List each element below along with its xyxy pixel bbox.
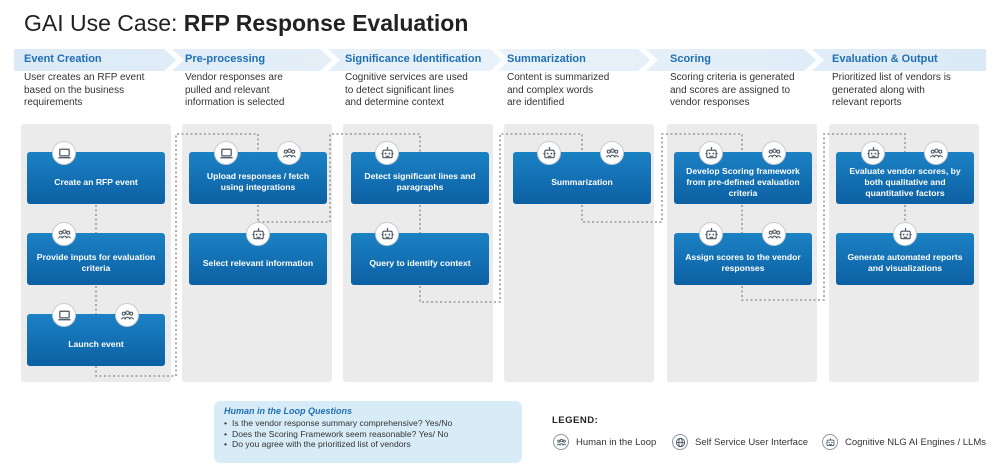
step-header-summarization: Summarization [507, 53, 586, 65]
step-header-evaluation-output: Evaluation & Output [832, 53, 938, 65]
step-header-scoring: Scoring [670, 53, 711, 65]
people-icon [553, 434, 569, 450]
card-create-rfp-event[interactable]: Create an RFP event [27, 152, 165, 204]
card-evaluate-vendor[interactable]: Evaluate vendor scores, by both qualitat… [836, 152, 974, 204]
title-prefix: GAI Use Case: [24, 10, 184, 36]
hitl-question: Do you agree with the prioritized list o… [224, 439, 512, 450]
hitl-question-list: Is the vendor response summary comprehen… [224, 418, 512, 450]
card-label: Launch event [68, 338, 124, 349]
hitl-question: Does the Scoring Framework seem reasonab… [224, 429, 512, 440]
card-label: Assign scores to the vendor responses [685, 252, 801, 273]
robot-icon [861, 141, 885, 165]
legend-item-self-service-ui: Self Service User Interface [672, 434, 808, 450]
laptop-icon [52, 303, 76, 327]
hitl-question: Is the vendor response summary comprehen… [224, 418, 512, 429]
card-label: Detect significant lines and paragraphs [364, 171, 476, 192]
people-icon [762, 141, 786, 165]
laptop-icon [52, 141, 76, 165]
step-header-event-creation: Event Creation [24, 53, 102, 65]
card-label: Provide inputs for evaluation criteria [36, 252, 156, 273]
hitl-title: Human in the Loop Questions [224, 406, 352, 416]
legend-title: LEGEND: [552, 415, 599, 426]
hitl-questions-box: Human in the Loop Questions Is the vendo… [214, 401, 522, 463]
title-bold: RFP Response Evaluation [183, 10, 469, 36]
people-icon [762, 222, 786, 246]
step-desc-summarization: Content is summarized and complex words … [507, 72, 610, 108]
card-summarization[interactable]: Summarization [513, 152, 651, 204]
card-label: Evaluate vendor scores, by both qualitat… [849, 165, 961, 198]
robot-icon [699, 141, 723, 165]
people-icon [115, 303, 139, 327]
process-chevron-bar [14, 49, 986, 71]
step-desc-event-creation: User creates an RFP event based on the b… [24, 72, 145, 108]
card-develop-scoring[interactable]: Develop Scoring framework from pre-defin… [674, 152, 812, 204]
people-icon [924, 141, 948, 165]
card-assign-scores[interactable]: Assign scores to the vendor responses [674, 233, 812, 285]
card-label: Generate automated reports and visualiza… [847, 252, 963, 273]
card-label: Develop Scoring framework from pre-defin… [686, 165, 800, 198]
card-query-context[interactable]: Query to identify context [351, 233, 489, 285]
laptop-icon [214, 141, 238, 165]
card-launch-event[interactable]: Launch event [27, 314, 165, 366]
legend-item-cognitive-nlg: Cognitive NLG AI Engines / LLMs [822, 434, 986, 450]
robot-icon [822, 434, 838, 450]
card-label: Upload responses / fetch using integrati… [206, 171, 310, 192]
robot-icon [699, 222, 723, 246]
robot-icon [375, 141, 399, 165]
card-label: Create an RFP event [54, 176, 138, 187]
card-upload-responses[interactable]: Upload responses / fetch using integrati… [189, 152, 327, 204]
globe-icon [672, 434, 688, 450]
step-desc-evaluation-output: Prioritized list of vendors is generated… [832, 72, 951, 108]
legend-item-human-in-the-loop: Human in the Loop [553, 434, 656, 450]
people-icon [277, 141, 301, 165]
legend-label: Cognitive NLG AI Engines / LLMs [845, 436, 986, 448]
robot-icon [375, 222, 399, 246]
step-header-pre-processing: Pre-processing [185, 53, 266, 65]
card-provide-inputs[interactable]: Provide inputs for evaluation criteria [27, 233, 165, 285]
card-label: Select relevant information [202, 257, 314, 268]
card-label: Summarization [551, 176, 613, 187]
page-title: GAI Use Case: RFP Response Evaluation [24, 10, 468, 37]
step-desc-pre-processing: Vendor responses are pulled and relevant… [185, 72, 285, 108]
step-desc-significance-identification: Cognitive services are used to detect si… [345, 72, 468, 108]
people-icon [52, 222, 76, 246]
card-label: Query to identify context [369, 257, 471, 268]
legend-label: Human in the Loop [576, 436, 657, 448]
card-detect-significant[interactable]: Detect significant lines and paragraphs [351, 152, 489, 204]
robot-icon [537, 141, 561, 165]
robot-icon [246, 222, 270, 246]
step-header-significance-identification: Significance Identification [345, 53, 482, 65]
people-icon [600, 141, 624, 165]
legend-label: Self Service User Interface [695, 436, 808, 448]
robot-icon [893, 222, 917, 246]
step-desc-scoring: Scoring criteria is generated and scores… [670, 72, 795, 108]
